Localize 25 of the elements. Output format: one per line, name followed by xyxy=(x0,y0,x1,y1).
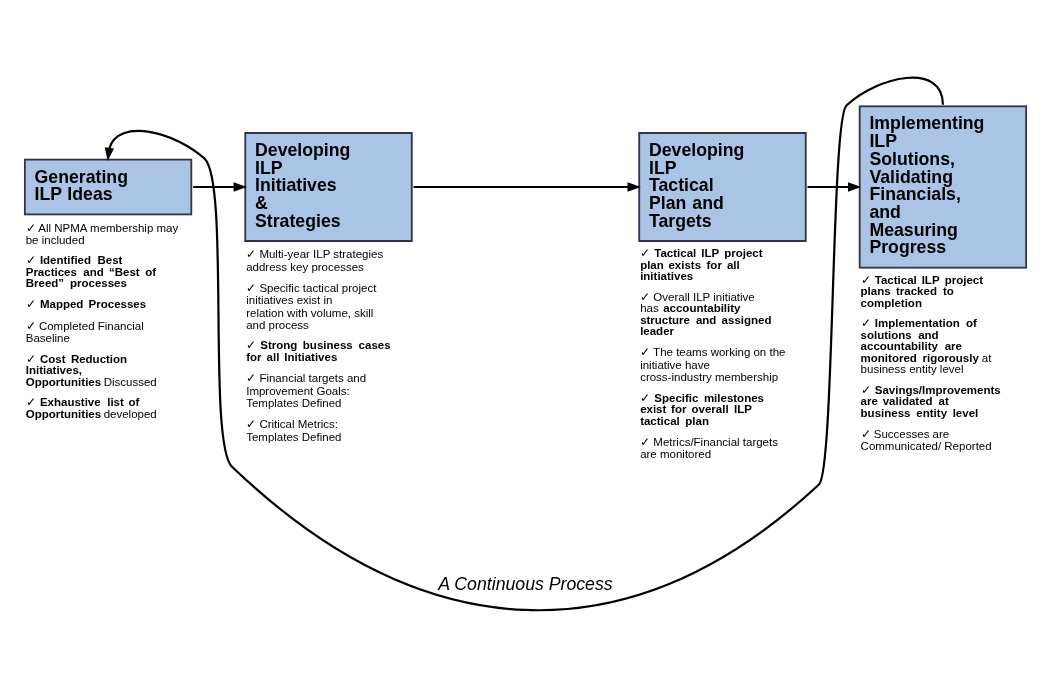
node-label: ✓ Multi-year ILP strategies address key processes xyxy=(246,247,384,273)
node-label: ✓ Successes are Communicated/ Reported xyxy=(860,427,992,452)
node-label: ✓ Savings/Improvements are validated at business entity level xyxy=(860,383,1001,419)
node-label: ✓ Specific tactical project initiatives exist in relation with volume, skill and process xyxy=(246,281,377,331)
arrow xyxy=(807,181,862,192)
node-label: ✓ Exhaustive list of Opportunities developed xyxy=(25,395,157,420)
node-label: ✓ Metrics/Financial targets are monitored xyxy=(640,435,778,460)
node-label: ✓ Specific milestones exist for overall ILP tactical plan xyxy=(640,391,764,427)
arrow xyxy=(413,181,641,192)
node-label: ✓ Tactical ILP project plan exists for all initiatives xyxy=(640,246,763,282)
node-label: ✓ Overall ILP initiative has accountability structure and assigned leader xyxy=(640,290,772,337)
node-label: ✓ Completed Financial Baseline xyxy=(25,319,144,344)
node-label: ✓ Financial targets and Improvement Goals: Templates Defined xyxy=(246,371,367,409)
edge-label: A Continuous Process xyxy=(438,573,613,594)
node-label: ✓ All NPMA membership may be included xyxy=(25,221,179,246)
arrow xyxy=(193,181,247,192)
node-label: ✓ Cost Reduction Initiatives, Opportunities Discussed xyxy=(25,352,157,388)
node-label: ✓ Critical Metrics: Templates Defined xyxy=(246,417,342,443)
node-label: ✓ Implementation of solutions and accountability are monitored rigorously at business entity level xyxy=(860,316,992,375)
node-label: ✓ Strong business cases for all Initiatives xyxy=(246,338,391,363)
node-label: ✓ Mapped Processes xyxy=(25,297,147,310)
node-label: ✓ Identified Best Practices and “Best of Breed” processes xyxy=(25,253,157,289)
node-label: ✓ Tactical ILP project plans tracked to completion xyxy=(860,273,984,309)
arrow xyxy=(104,76,944,611)
node-label: ✓ The teams working on the initiative have cross-industry membership xyxy=(640,345,786,383)
